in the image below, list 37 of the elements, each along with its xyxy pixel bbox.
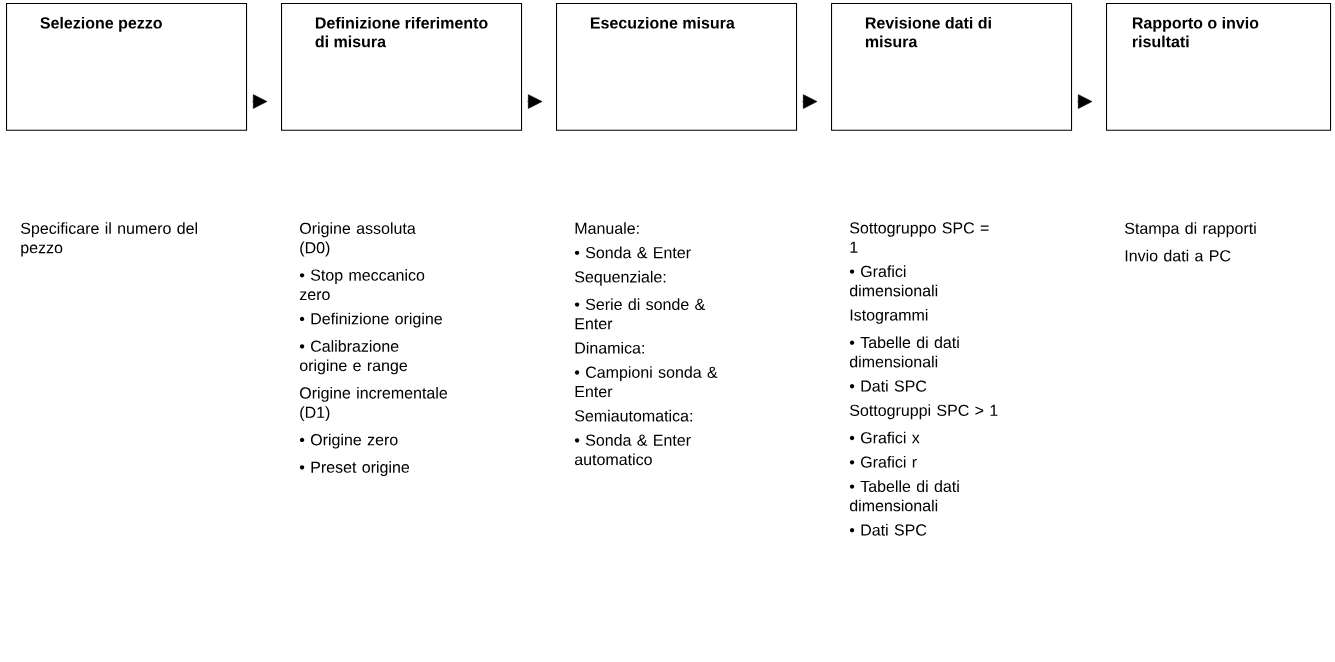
note-text: • Dati SPC [849, 523, 927, 536]
arrow [1077, 94, 1093, 109]
note-text: • Campioni sonda & Enter [574, 366, 718, 398]
note-text: • Stop meccanico zero [299, 269, 425, 301]
note-text: • Origine zero [299, 433, 398, 449]
note-text: Origine assoluta (D0) [300, 222, 416, 257]
note-text: Dinamica: [575, 341, 644, 354]
arrow [252, 94, 268, 109]
note-text: Specificare il numero del pezzo [21, 222, 197, 257]
arrow [802, 94, 818, 109]
note-text: • Serie di sonde & Enter [574, 298, 705, 330]
note-text: Sottogruppi SPC > 1 [850, 404, 998, 420]
note-text: • Sonda & Enter automatico [574, 434, 691, 466]
note-text: Semiautomatica: [575, 409, 692, 422]
note-text: • Tabelle di dati dimensionali [849, 480, 959, 512]
note-text: Sequenziale: [575, 270, 666, 286]
note-text: • Grafici dimensionali [849, 265, 938, 297]
note-text: • Grafici x [849, 431, 920, 444]
note-text: • Sonda & Enter [574, 246, 691, 259]
note-text: • Preset origine [299, 461, 410, 477]
note-text: • Calibrazione origine e range [299, 340, 408, 375]
note-text: Istogrammi [850, 308, 928, 324]
process-box: Revisione dati di misura [831, 3, 1073, 131]
note-text: • Tabelle di dati dimensionali [849, 336, 959, 368]
note-text: Stampa di rapporti [1125, 222, 1256, 238]
note-text: • Dati SPC [849, 380, 927, 392]
note-text: Manuale: [575, 222, 639, 234]
arrow [527, 94, 543, 109]
note-text: Origine incrementale (D1) [300, 386, 448, 422]
process-box: Definizione riferimento di misura [281, 3, 523, 131]
note-text: • Grafici r [849, 456, 917, 468]
note-text: Sottogruppo SPC = 1 [850, 222, 989, 253]
process-box: Rapporto o invio risultati [1106, 3, 1332, 131]
note-text: Invio dati a PC [1125, 249, 1231, 262]
process-box: Selezione pezzo [6, 3, 248, 131]
note-text: • Definizione origine [299, 312, 442, 328]
process-box: Esecuzione misura [556, 3, 798, 131]
